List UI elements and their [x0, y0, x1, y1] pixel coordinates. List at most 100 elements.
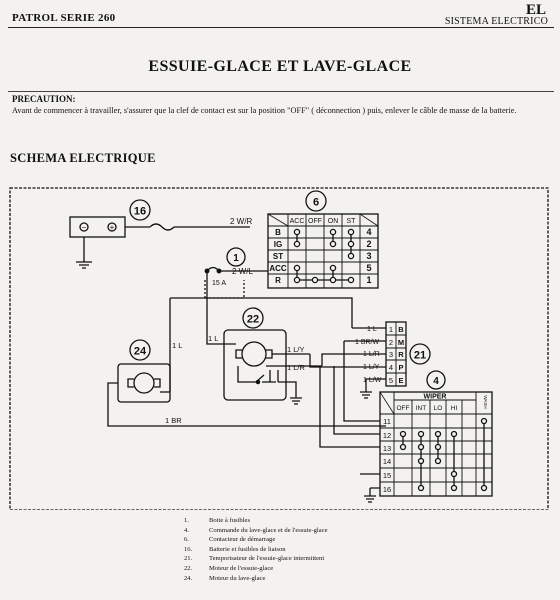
battery-minus-terminal: [79, 222, 89, 232]
callout-circle-6: [305, 190, 327, 212]
callout-circle-1: [226, 247, 246, 267]
relay-letter-m: M: [398, 338, 404, 347]
ignition-col-lines: [287, 214, 361, 288]
wiper-motor-symbol: [241, 341, 267, 367]
legend-text: Batterie et fusibles de liaison: [209, 545, 286, 553]
supply-rail: [170, 297, 353, 328]
wire-label-2wr: 2 W/R: [230, 217, 252, 226]
park-switch-contact: [255, 379, 261, 385]
relay-ground-wire: [365, 378, 386, 392]
relay-letter-e: E: [398, 376, 403, 385]
relay-pin-2: 2: [389, 338, 393, 347]
wiper-col-lines: [393, 392, 477, 496]
battery-minus-sign: −: [82, 223, 87, 232]
washer-motor-housing: [117, 363, 171, 403]
wire-label-motor-1l: 1 L: [208, 334, 218, 343]
motor-feed-wire: [206, 326, 236, 345]
switch-13-wire: [319, 366, 380, 448]
wiper-switch-group: 4 WIPER OFF INT LO HI WASH 11 12 13 14 1…: [319, 341, 493, 503]
wiper-col-hi: HI: [451, 405, 458, 412]
precaution-label: PRECAUTION:: [12, 94, 76, 104]
callout-circle-16: [129, 199, 151, 221]
relay-wire-label-1: 1 L: [367, 326, 377, 333]
battery-plus-sign: +: [110, 223, 115, 232]
ignition-pin-4: 4: [366, 227, 371, 237]
ground-symbol: [76, 261, 92, 269]
wiper-group-label: WIPER: [424, 394, 447, 401]
section-code: EL: [525, 2, 546, 18]
fuse-box-group: 1 2 W/L 15 A: [204, 247, 268, 299]
legend-item: 6. Contacteur de démarrage: [184, 535, 328, 545]
callout-circle-22: [242, 307, 264, 329]
callout-22: 22: [247, 314, 259, 326]
ignition-pin-2: 2: [366, 239, 371, 249]
callout-21: 21: [414, 350, 426, 362]
wiper-corner-diagonal: [379, 391, 395, 415]
switch-12-wire: [333, 366, 380, 435]
wiper-row-15: 15: [383, 471, 391, 480]
ignition-pin-3: 3: [366, 251, 371, 261]
motor-park-switch: [237, 366, 279, 383]
relay-wire-label-2: 1 BR/W: [355, 339, 380, 346]
legend-number: 16.: [184, 545, 193, 553]
callout-16: 16: [134, 206, 146, 218]
callout-1: 1: [233, 253, 239, 264]
legend-text: Temporisateur de l'essuie-glace intermit…: [209, 555, 325, 563]
diagram-frame: [9, 187, 549, 510]
legend-text: Contacteur de démarrage: [209, 536, 276, 544]
ignition-row-st: ST: [273, 252, 283, 261]
legend-text: Commande du lave-glace et de l'essuie-gl…: [209, 526, 328, 534]
wiper-col-wash: WASH: [483, 395, 488, 408]
wire-label-2wl: 2 W/L: [232, 267, 253, 276]
wire-label-left-1l: 1 L: [172, 341, 182, 350]
wiper-row-lines: [380, 399, 492, 483]
legend-item: 1. Boite à fusibles: [184, 516, 328, 526]
relay-pin-1: 1: [389, 325, 393, 334]
motor-ground-wire: [278, 381, 297, 398]
manual-header-model: PATROL SERIE 260: [12, 12, 116, 24]
wiper-contacts: [399, 417, 488, 492]
precaution-rule: [8, 91, 554, 92]
relay-letter-b: B: [398, 325, 404, 334]
switch-11-wire: [343, 341, 380, 422]
legend-number: 6.: [184, 536, 189, 544]
ignition-row-acc: ACC: [269, 264, 287, 273]
ignition-col-acc: ACC: [290, 218, 305, 225]
wire-label-1br: 1 BR: [165, 416, 182, 425]
wiring-diagram: 16 − + 2 W/R 1 2 W/L 15 A 6: [9, 187, 549, 510]
legend-item: 4. Commande du lave-glace et de l'essuie…: [184, 526, 328, 536]
legend-text: Boite à fusibles: [209, 517, 251, 524]
ignition-switch-table: [267, 213, 379, 289]
ignition-pin-1: 1: [366, 275, 371, 285]
wire-label-1ly: 1 L/Y: [287, 345, 305, 354]
callout-4: 4: [433, 376, 439, 387]
fuse-rating: 15 A: [212, 280, 226, 287]
relay-pin-4: 4: [389, 363, 393, 372]
ignition-switch-group: 6 ACC OFF ON ST B IG ST ACC R 4 2 3 5 1: [267, 190, 379, 289]
relay-letter-r: R: [398, 350, 404, 359]
wiper-row-12: 12: [383, 431, 391, 440]
washer-motor-symbol: [133, 372, 155, 394]
callout-24: 24: [134, 346, 147, 358]
wiper-motor-housing: [223, 329, 287, 401]
wiper-row-14: 14: [383, 457, 391, 466]
wiper-col-int: INT: [416, 405, 427, 412]
wire-label-1lr: 1 L/R: [287, 363, 306, 372]
ignition-row-ig: IG: [274, 240, 282, 249]
wiper-motor-group: 22 1 L/Y 1 L/R: [206, 307, 322, 405]
relay-pin-5: 5: [389, 376, 393, 385]
legend-item: 22. Moteur de l'essuie-glace: [184, 564, 328, 574]
schema-title: SCHEMA ELECTRIQUE: [10, 151, 156, 165]
legend-text: Moteur du lave-glace: [209, 574, 266, 582]
relay-pin-3: 3: [389, 350, 393, 359]
callout-circle-24: [129, 339, 151, 361]
battery: [69, 216, 126, 238]
legend-number: 22.: [184, 564, 193, 572]
legend-number: 21.: [184, 555, 193, 563]
ignition-row-lines: [268, 225, 378, 275]
wiper-row-16: 16: [383, 485, 391, 494]
washer-brushes: [127, 378, 161, 388]
washer-return-wire: [107, 382, 386, 427]
ignition-right-diagonal: [359, 213, 379, 227]
section-name: SISTEMA ELECTRICO: [444, 16, 548, 27]
